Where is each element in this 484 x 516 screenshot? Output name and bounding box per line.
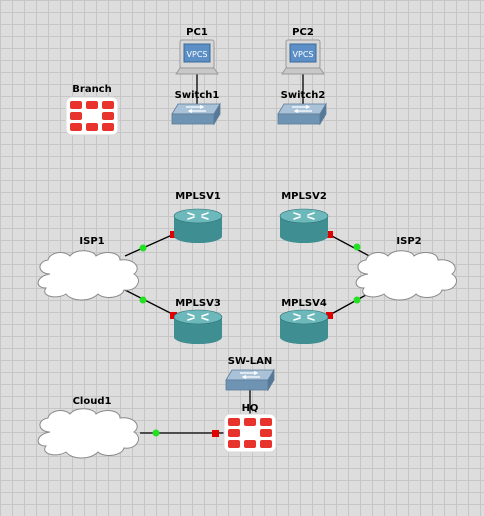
node-switch1[interactable] [171,103,221,125]
label-isp2: ISP2 [396,236,422,247]
pc2-screen-text: VPCS [293,50,314,59]
link-status-up-dot [139,296,147,304]
firewall-icon [223,413,277,453]
link-status-up-dot [152,429,160,437]
node-pc2[interactable]: VPCS [281,39,325,75]
node-mplsv3[interactable] [173,309,223,345]
label-branch: Branch [72,84,112,95]
router-icon [173,208,223,244]
label-cloud1: Cloud1 [72,396,112,407]
label-isp1: ISP1 [79,236,105,247]
router-icon [173,309,223,345]
switch-icon [277,103,327,125]
label-mplsv1: MPLSV1 [175,191,221,202]
node-hq[interactable] [223,413,277,453]
link-status-down-square [326,312,333,319]
link-status-up-dot [353,243,361,251]
switch-icon [171,103,221,125]
switch-icon [225,369,275,391]
link-status-down-square [170,312,177,319]
node-branch[interactable] [65,96,119,136]
cloud-icon [355,250,458,301]
label-mplsv4: MPLSV4 [281,298,327,309]
label-switch1: Switch1 [174,90,220,101]
cloud-icon [37,250,140,301]
router-icon [279,309,329,345]
node-swlan[interactable] [225,369,275,391]
node-pc1[interactable]: VPCS [175,39,219,75]
label-mplsv3: MPLSV3 [175,298,221,309]
link-status-up-dot [139,244,147,252]
label-pc2: PC2 [292,27,314,38]
node-mplsv2[interactable] [279,208,329,244]
link-status-down-square [326,231,333,238]
node-cloud1[interactable] [37,408,140,459]
pc1-screen-text: VPCS [187,50,208,59]
router-icon [279,208,329,244]
node-switch2[interactable] [277,103,327,125]
node-isp1[interactable] [37,250,140,301]
node-mplsv1[interactable] [173,208,223,244]
label-hq: HQ [241,403,259,414]
link-status-down-square [170,231,177,238]
firewall-icon [65,96,119,136]
cloud-icon [37,408,140,459]
label-pc1: PC1 [186,27,208,38]
node-mplsv4[interactable] [279,309,329,345]
label-swlan: SW-LAN [227,356,273,367]
label-mplsv2: MPLSV2 [281,191,327,202]
link-status-up-dot [353,296,361,304]
label-switch2: Switch2 [280,90,326,101]
link-status-down-square [212,430,219,437]
node-isp2[interactable] [355,250,458,301]
